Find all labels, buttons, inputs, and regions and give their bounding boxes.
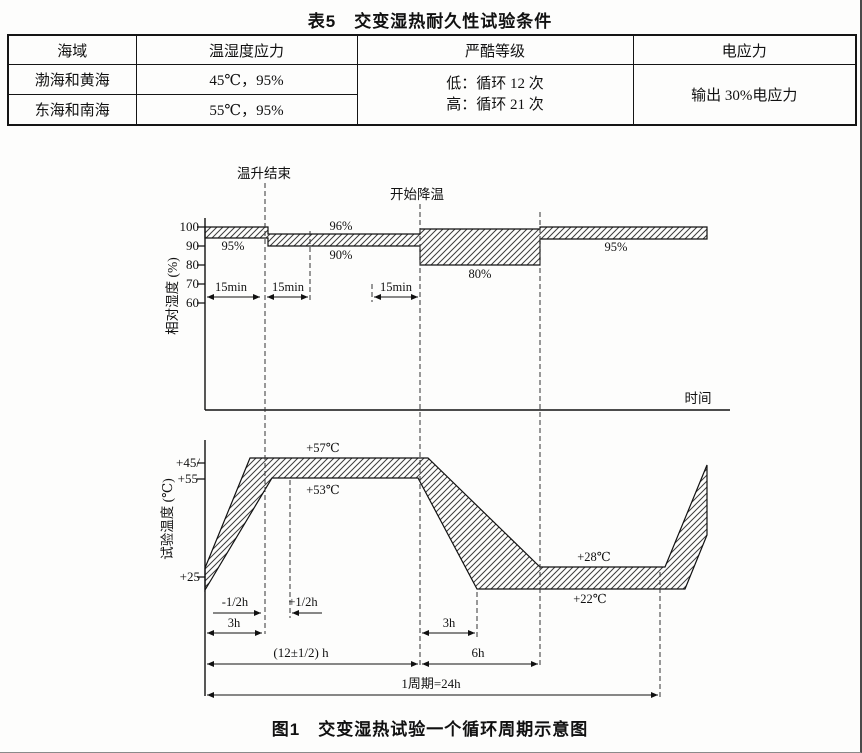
table-row: 渤海和黄海 45℃，95% 低：循环 12 次 高：循环 21 次 输出 30%…	[7, 64, 857, 126]
dimension-arrows	[207, 294, 658, 698]
time-axis-label: 时间	[685, 391, 712, 406]
temp-tick-55: +55	[178, 471, 198, 486]
humidity-axis-label: 相对湿度 (%)	[165, 257, 180, 335]
cell-electric-stress: 输出 30%电应力	[632, 64, 857, 126]
cell-sea-area-2: 东海和南海	[7, 94, 137, 126]
cell-stress-2: 55℃，95%	[135, 94, 358, 126]
header-electric-stress: 电应力	[632, 34, 857, 65]
humidity-label-80: 80%	[469, 267, 492, 281]
temperature-tolerance-band	[204, 457, 708, 593]
interval-15min-3: 15min	[380, 280, 413, 294]
humidity-tolerance-band	[204, 226, 708, 266]
table-header-row: 海域 温湿度应力 严酷等级 电应力	[7, 34, 857, 65]
header-severity-level: 严酷等级	[356, 34, 634, 65]
header-temp-humidity-stress: 温湿度应力	[135, 34, 358, 65]
humidity-label-96: 96%	[330, 219, 353, 233]
reference-dashed-lines	[264, 183, 661, 697]
cell-sea-area-1: 渤海和黄海	[7, 64, 137, 95]
temp-label-22: +22℃	[573, 592, 607, 606]
humidity-label-95-right: 95%	[605, 240, 628, 254]
cycle-diagram: 温升结束 开始降温 100 90 80 70 60 95% 96% 90% 80…	[160, 166, 730, 698]
humidity-tick-90: 90	[186, 238, 199, 253]
severity-high: 高：循环 21 次	[446, 96, 544, 113]
temperature-axis-ticks	[197, 462, 205, 578]
table-title: 表5 交变湿热耐久性试验条件	[307, 12, 553, 31]
timing-rise-3h: 3h	[228, 616, 241, 630]
humidity-tick-80: 80	[186, 257, 199, 272]
label-cooling-start: 开始降温	[390, 187, 444, 202]
label-temp-rise-end: 温升结束	[237, 166, 291, 181]
header-sea-area: 海域	[7, 34, 137, 65]
interval-15min-1: 15min	[215, 280, 248, 294]
temp-label-28: +28℃	[577, 550, 611, 564]
test-conditions-table: 海域 温湿度应力 严酷等级 电应力 渤海和黄海 45℃，95% 低：循环 12 …	[7, 34, 857, 126]
humidity-tick-100: 100	[180, 219, 200, 234]
cell-severity: 低：循环 12 次 高：循环 21 次	[356, 64, 634, 126]
figure-caption: 图1 交变湿热试验一个循环周期示意图	[271, 720, 589, 739]
humidity-tick-60: 60	[186, 295, 199, 310]
humidity-label-90: 90%	[330, 248, 353, 262]
temperature-axis-label: 试验温度 (℃)	[160, 478, 175, 559]
temp-label-53: +53℃	[306, 483, 340, 497]
humidity-axis-ticks	[197, 226, 205, 304]
timing-fall-3h: 3h	[443, 616, 456, 630]
timing-plateau-12h: (12±1/2) h	[273, 645, 329, 660]
table-row: 东海和南海 55℃，95%	[7, 94, 856, 126]
temp-tick-25: +25	[180, 569, 200, 584]
severity-low: 低：循环 12 次	[446, 75, 544, 92]
humidity-tick-70: 70	[186, 276, 199, 291]
temp-label-57: +57℃	[306, 441, 340, 455]
humidity-label-95-left: 95%	[222, 239, 245, 253]
cell-stress-1: 45℃，95%	[135, 64, 358, 95]
interval-15min-2: 15min	[272, 280, 305, 294]
timing-fall-6h: 6h	[472, 645, 486, 660]
timing-plus-half: +1/2h	[288, 595, 318, 609]
timing-cycle-24h: 1周期=24h	[401, 676, 461, 691]
timing-minus-half: -1/2h	[222, 595, 249, 609]
temp-tick-45: +45/	[176, 455, 200, 470]
